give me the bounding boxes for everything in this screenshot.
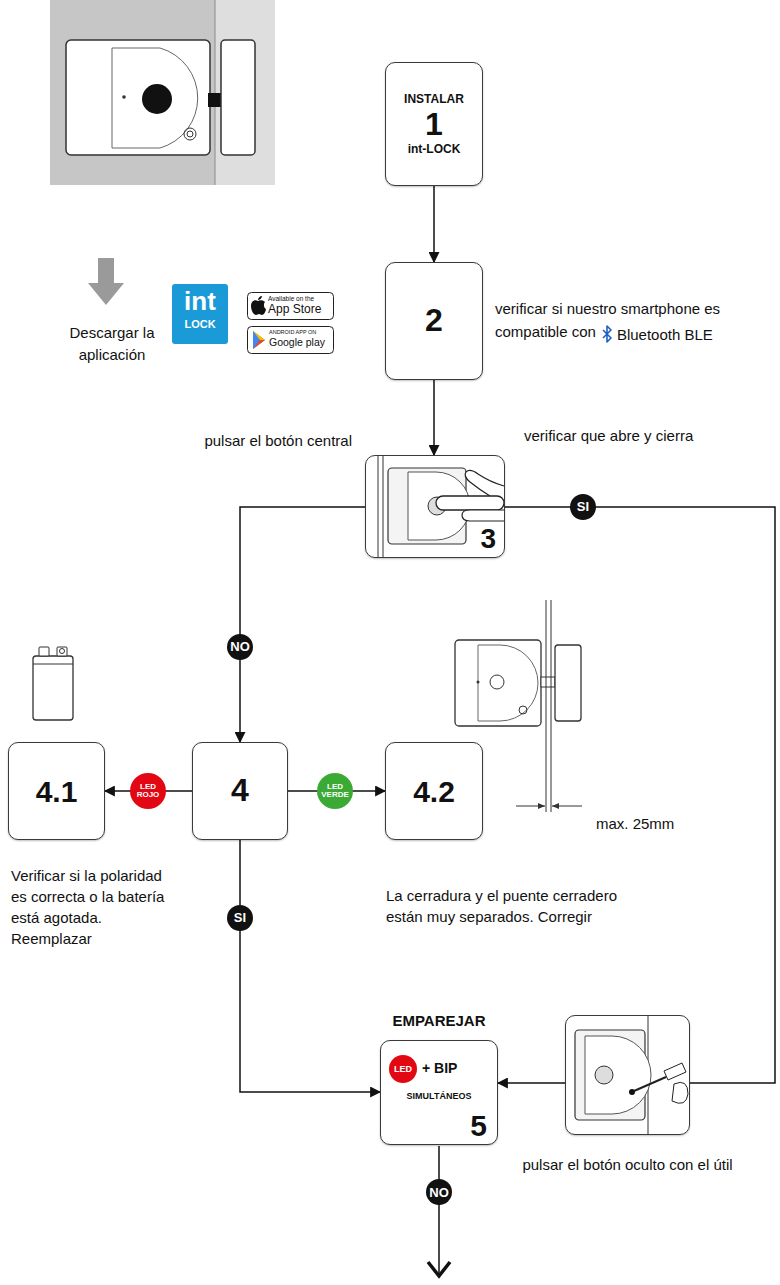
led-badge: LED ROJO xyxy=(130,773,166,809)
step-description: pulsar el botón central xyxy=(120,430,352,451)
step-box: 4.1Verificar si la polaridad es correcta… xyxy=(8,742,105,840)
flow-connector xyxy=(498,1082,565,1084)
step-box: 2 xyxy=(385,262,483,380)
step-box: 4 xyxy=(192,742,288,840)
flow-connector xyxy=(505,507,775,1083)
step-number: 5 xyxy=(470,1109,487,1142)
illustrated-step-box: 3 xyxy=(365,455,505,558)
battery-illustration xyxy=(33,647,73,720)
store-badges xyxy=(248,293,334,354)
app-icon-text: LOCK xyxy=(172,319,228,330)
illustrated-step-box: pulsar el botón oculto con el útil xyxy=(565,1015,690,1135)
flow-connector xyxy=(240,840,380,1092)
step-note: La cerradura y el puente cerradero están… xyxy=(386,885,621,927)
decision-badge: NO xyxy=(227,634,253,660)
led-badge: LED VERDE xyxy=(317,773,353,809)
decision-badge: NO xyxy=(426,1179,452,1205)
bluetooth-text: Bluetooth BLE xyxy=(617,323,713,346)
pairing-box: EMPAREJARLED+ BIPSIMULTÁNEOS5 xyxy=(380,1040,498,1145)
step-number: 4.2 xyxy=(413,775,455,808)
badge-text: App Store xyxy=(268,303,321,315)
step-box: 4.2La cerradura y el puente cerradero es… xyxy=(385,742,483,840)
press-button-illustration xyxy=(378,456,504,557)
step-note: Verificar si la polaridad es correcta o … xyxy=(11,865,176,949)
hidden-button-illustration xyxy=(575,1016,688,1134)
step-caption: pulsar el botón oculto con el útil xyxy=(522,1156,732,1173)
step-number: 2 xyxy=(425,303,443,338)
dimension-text: max. 25mm xyxy=(596,813,674,834)
step-number: 1 xyxy=(425,106,443,143)
badge-text: ANDROID APP ON xyxy=(269,330,316,336)
exit-arrow xyxy=(428,1146,450,1276)
step-number: 4.1 xyxy=(36,775,78,808)
app-icon-text: int xyxy=(172,288,228,314)
step-box: INSTALAR1int-LOCK xyxy=(385,62,483,186)
step-description: verificar que abre y cierra xyxy=(524,425,693,446)
flow-connector xyxy=(240,507,365,742)
badge-text: Google play xyxy=(269,337,325,348)
simultaneous-text: SIMULTÁNEOS xyxy=(381,1091,497,1101)
bluetooth-symbol xyxy=(601,325,613,343)
decision-badge: SI xyxy=(227,905,253,931)
flow-connector xyxy=(433,380,435,455)
step-heading: EMPAREJAR xyxy=(392,1012,485,1029)
led-indicator: LED xyxy=(389,1055,417,1083)
app-icon xyxy=(172,284,228,344)
download-caption: Descargar la aplicación xyxy=(52,322,172,366)
door-lock-illustration xyxy=(50,0,275,185)
decision-badge: SI xyxy=(570,494,596,520)
flow-connector xyxy=(433,186,435,262)
badge-text: Available on the xyxy=(268,296,314,303)
step-number: 4 xyxy=(231,773,249,808)
product-name: int-LOCK xyxy=(408,142,461,156)
step-number: 3 xyxy=(480,524,496,555)
step-heading: INSTALAR xyxy=(404,92,464,106)
download-arrow xyxy=(88,258,124,305)
beep-text: + BIP xyxy=(422,1060,457,1076)
